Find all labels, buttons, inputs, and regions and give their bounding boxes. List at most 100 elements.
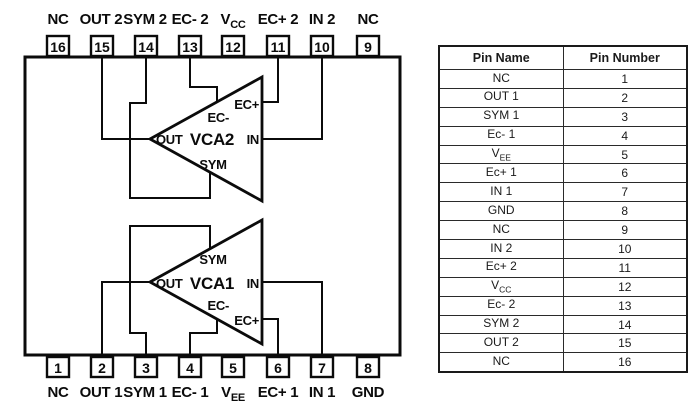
pin-name-cell: NC [438, 69, 564, 89]
pin-6-label: EC+ 1 [258, 384, 299, 401]
pin-13-number: 13 [182, 39, 198, 55]
pin-top-16: NC 16 [45, 11, 71, 58]
wire-pin4-ecminus1 [189, 318, 218, 357]
pin-name-cell: SYM 2 [438, 314, 564, 335]
pin-12-box [220, 34, 246, 58]
pin-top-12: VCC 12 [220, 11, 246, 58]
pin-14-label: SYM 2 [123, 11, 167, 28]
pin-number-header: Pin Number [562, 45, 688, 70]
pin-6-number: 6 [274, 360, 282, 376]
pin-9-label: NC [357, 11, 379, 28]
pin-9-number: 9 [364, 39, 372, 55]
wire-pin2-out1 [101, 281, 150, 357]
pin-number-cell: 14 [562, 314, 688, 335]
pin-11-label: EC+ 2 [258, 11, 299, 28]
top-pins: NC 16 OUT 2 15 SYM 2 14 EC- 2 13 VCC [45, 11, 381, 58]
pin-8-label: GND [352, 384, 385, 401]
pin-bottom-2: 2 OUT 1 [80, 355, 123, 401]
pin-15-box [89, 34, 115, 58]
pin-number-cell: 13 [562, 295, 688, 316]
pin-bottom-7: 7 IN 1 [309, 355, 335, 401]
pin-name-cell: Ec- 1 [438, 125, 564, 146]
pin-11-number: 11 [271, 39, 286, 55]
pin-top-9: NC 9 [355, 11, 381, 58]
vca2-ecplus-label: EC+ [234, 97, 259, 112]
pin-11-box [265, 34, 291, 58]
pin-bottom-4: 4 EC- 1 [172, 355, 209, 401]
pin-bottom-8: 8 GND [352, 355, 385, 401]
pin-3-box [133, 355, 159, 379]
pin-12-label: VCC [220, 11, 245, 31]
pin-8-box [355, 355, 381, 379]
pin-10-box [309, 34, 335, 58]
wire-pin3-sym1 [129, 225, 211, 357]
pin-name-cell: IN 2 [438, 239, 564, 259]
vca2-out-label: OUT [156, 132, 183, 147]
pin-top-14: SYM 2 14 [123, 11, 167, 58]
pin-16-box [45, 34, 71, 58]
wire-pin13-ecminus2 [189, 56, 218, 103]
wire-pin11-ecplus2 [262, 56, 279, 103]
pin-1-label: NC [47, 384, 69, 401]
pin-13-box [177, 34, 203, 58]
vca2-labels: EC+ EC- OUT VCA2 IN SYM [156, 97, 260, 172]
pin-name-cell: Ec- 2 [438, 295, 564, 316]
pin-10-label: IN 2 [309, 11, 335, 28]
ic-pinout-diagram: EC+ EC- OUT VCA2 IN SYM SYM OUT VCA1 IN … [23, 11, 402, 404]
pin-10-number: 10 [314, 39, 330, 55]
ic-body [23, 55, 402, 357]
pin-name-cell: OUT 2 [438, 333, 564, 354]
vca2-ecminus-label: EC- [208, 110, 230, 125]
pin-4-number: 4 [186, 360, 194, 376]
pin-number-cell: 11 [562, 257, 688, 278]
pin-4-label: EC- 1 [172, 384, 209, 401]
pin-number-cell: 15 [562, 333, 688, 354]
pin-name-cell: NC [438, 352, 564, 373]
pin-top-13: EC- 2 13 [172, 11, 209, 58]
pin-number-cell: 1 [562, 69, 688, 89]
pin-top-11: EC+ 2 11 [258, 11, 299, 58]
pin-number-cell: 6 [562, 163, 688, 184]
pin-16-number: 16 [50, 39, 66, 55]
pin-number-cell: 7 [562, 182, 688, 203]
vca1-labels: SYM OUT VCA1 IN EC- EC+ [156, 252, 260, 328]
vca1-sym-label: SYM [199, 252, 226, 267]
vca1-out-label: OUT [156, 276, 183, 291]
pin-6-box [265, 355, 291, 379]
wire-pin15-out2 [101, 56, 150, 140]
pin-number-cell: 9 [562, 220, 688, 241]
pin-name-cell: OUT 1 [438, 87, 564, 108]
wires [101, 56, 323, 357]
pin-name-cell: GND [438, 201, 564, 222]
pin-name-cell: Ec+ 1 [438, 163, 564, 184]
pin-2-box [89, 355, 115, 379]
vca1-name: VCA1 [190, 274, 234, 293]
pin-5-label: VEE [221, 384, 245, 404]
pin-bottom-3: 3 SYM 1 [123, 355, 167, 401]
pin-5-box [220, 355, 246, 379]
bottom-pins: 1 NC 2 OUT 1 3 SYM 1 4 EC- 1 5 VEE [45, 355, 385, 404]
pin-2-label: OUT 1 [80, 384, 123, 401]
pin-name-cell: SYM 1 [438, 106, 564, 127]
pin-number-cell: 2 [562, 87, 688, 108]
wire-pin14-sym2 [129, 56, 211, 199]
pin-name-cell: VCC [438, 276, 564, 297]
pin-9-box [355, 34, 381, 58]
pin-7-box [309, 355, 335, 379]
pin-15-label: OUT 2 [80, 11, 123, 28]
pin-top-15: OUT 2 15 [80, 11, 123, 58]
pin-8-number: 8 [364, 360, 372, 376]
vca1-triangle [147, 217, 264, 347]
pin-12-number: 12 [225, 39, 241, 55]
pin-number-cell: 10 [562, 239, 688, 259]
pin-7-label: IN 1 [309, 384, 335, 401]
vca1-ecplus-label: EC+ [234, 313, 259, 328]
